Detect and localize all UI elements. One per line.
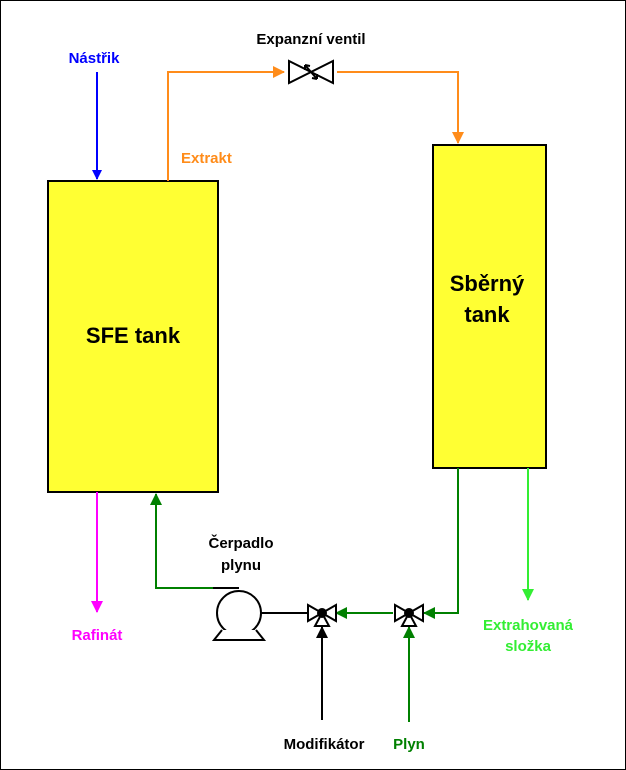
sfe-tank-label: SFE tank <box>86 323 181 348</box>
extracted-label-1: Extrahovaná <box>483 617 574 634</box>
collector-tank-label-2: tank <box>464 302 510 327</box>
gas-loop-return <box>423 468 459 619</box>
extract-line-b <box>337 71 464 144</box>
gas-label: Plyn <box>393 736 425 753</box>
gas-loop-to-sfe <box>150 493 213 589</box>
collector-tank <box>432 144 547 469</box>
raffinate-label: Rafinát <box>72 627 123 644</box>
pump-label-1: Čerpadlo <box>208 534 273 552</box>
gas-pump-icon <box>211 587 267 641</box>
feed-label: Nástřik <box>69 50 121 67</box>
collector-tank-label-1: Sběrný <box>450 271 525 296</box>
extract-line-a <box>167 66 285 181</box>
sfe-tank <box>47 180 219 493</box>
modifier-valve-icon <box>307 603 337 627</box>
extract-label: Extrakt <box>181 150 232 167</box>
extracted-label-2: složka <box>505 638 552 655</box>
expansion-valve-label: Expanzní ventil <box>256 31 365 48</box>
modifier-label: Modifikátor <box>284 736 365 753</box>
expansion-valve-icon <box>288 59 334 85</box>
pump-label-2: plynu <box>221 557 261 574</box>
gas-valve-icon <box>394 603 424 627</box>
